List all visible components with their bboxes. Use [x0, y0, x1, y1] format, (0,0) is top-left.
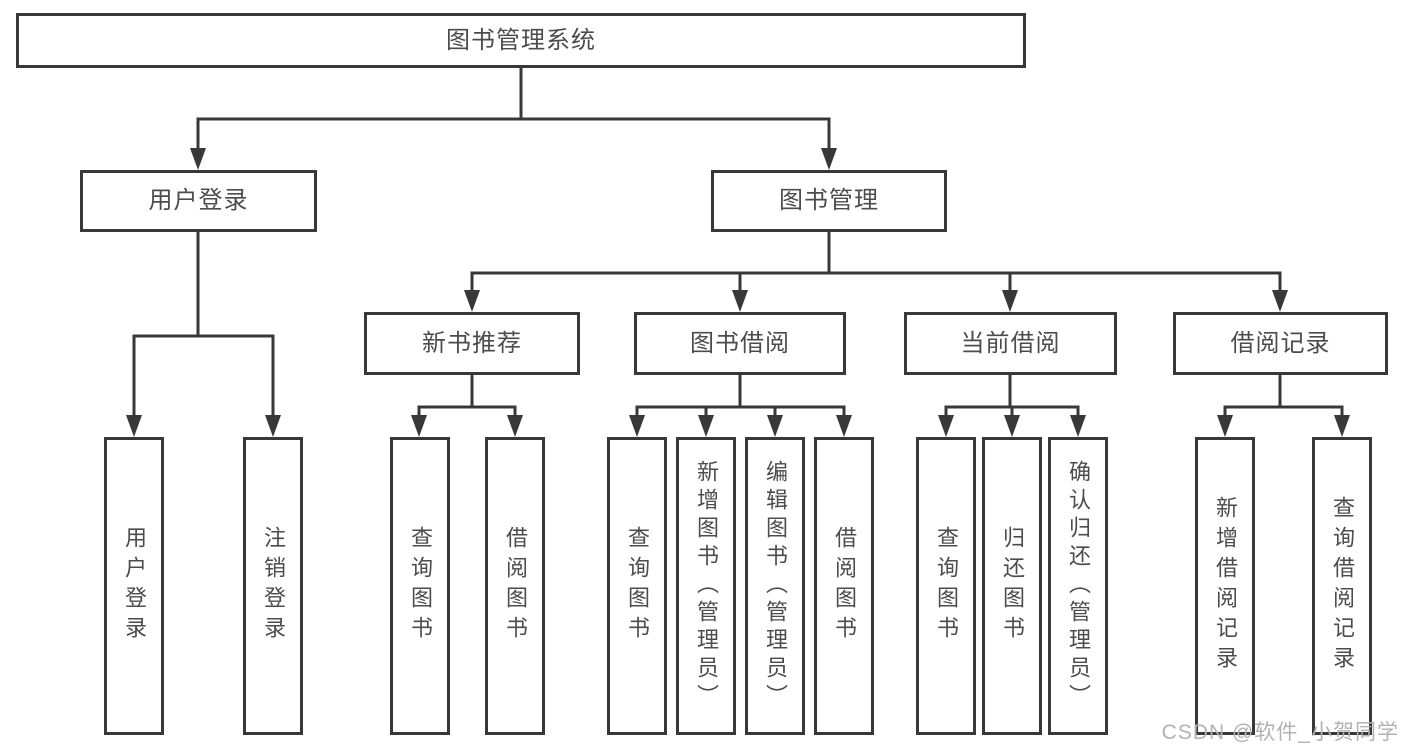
leaf-label: 编辑图书（管理员） — [763, 460, 788, 712]
node-label: 图书管理 — [779, 187, 879, 214]
leaf-bb-query-books: 查询图书 — [607, 437, 667, 735]
leaf-nbr-borrow-books: 借阅图书 — [485, 437, 545, 735]
leaf-label: 确认归还（管理员） — [1066, 460, 1091, 712]
leaf-label: 查询图书 — [408, 526, 433, 646]
node-label: 当前借阅 — [960, 329, 1061, 357]
node-label: 新书推荐 — [422, 329, 522, 357]
leaf-label: 新增图书（管理员） — [694, 460, 719, 712]
node-book-borrowing: 图书借阅 — [634, 312, 846, 375]
leaf-label: 归还图书 — [1000, 526, 1025, 646]
leaf-cb-return-books: 归还图书 — [982, 437, 1042, 735]
leaf-cb-query-books: 查询图书 — [916, 437, 976, 735]
leaf-label: 查询图书 — [934, 526, 959, 646]
leaf-nbr-query-books: 查询图书 — [390, 437, 450, 735]
leaf-bb-borrow-books: 借阅图书 — [814, 437, 874, 735]
leaf-label: 用户登录 — [122, 526, 147, 646]
node-current-borrowing: 当前借阅 — [904, 312, 1117, 375]
leaf-br-query-record: 查询借阅记录 — [1312, 437, 1372, 735]
node-label: 图书管理系统 — [446, 26, 596, 54]
leaf-label: 查询图书 — [625, 526, 650, 646]
node-new-book-recommend: 新书推荐 — [364, 312, 580, 375]
connector-arrowheads — [126, 148, 1350, 437]
leaf-label: 新增借阅记录 — [1213, 496, 1238, 676]
leaf-label: 借阅图书 — [503, 526, 528, 646]
node-library-management-system: 图书管理系统 — [16, 13, 1026, 68]
leaf-logout: 注销登录 — [243, 437, 303, 735]
node-label: 借阅记录 — [1230, 329, 1331, 357]
leaf-user-login: 用户登录 — [104, 437, 164, 735]
leaf-br-add-record: 新增借阅记录 — [1195, 437, 1255, 735]
node-borrowing-records: 借阅记录 — [1173, 312, 1388, 375]
leaf-label: 注销登录 — [261, 526, 286, 646]
node-user-login-branch: 用户登录 — [80, 170, 317, 232]
connector-lines — [132, 68, 1344, 421]
node-book-management-branch: 图书管理 — [711, 170, 947, 232]
node-label: 图书借阅 — [690, 329, 790, 357]
leaf-label: 查询借阅记录 — [1330, 496, 1355, 676]
leaf-bb-edit-books-admin: 编辑图书（管理员） — [745, 437, 805, 735]
leaf-cb-confirm-return-admin: 确认归还（管理员） — [1048, 437, 1108, 735]
leaf-bb-add-books-admin: 新增图书（管理员） — [676, 437, 736, 735]
csdn-watermark: CSDN @软件_小贺同学 — [1161, 721, 1399, 744]
leaf-label: 借阅图书 — [832, 526, 857, 646]
node-label: 用户登录 — [148, 187, 249, 214]
